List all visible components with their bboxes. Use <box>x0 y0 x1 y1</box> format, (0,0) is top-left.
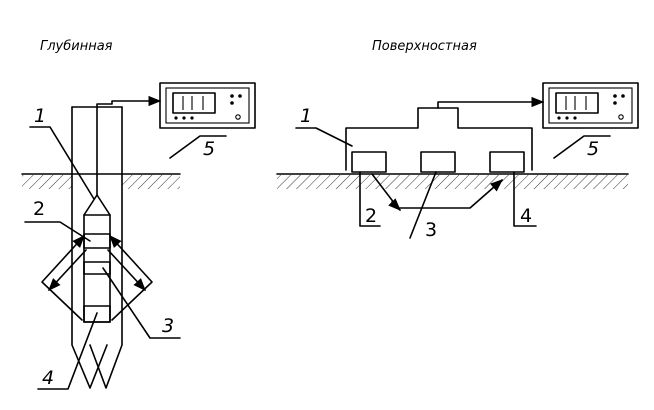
surface-label-4: 4 <box>520 205 532 227</box>
surface-label-2: 2 <box>365 205 377 227</box>
surface-label-5: 5 <box>587 138 599 160</box>
deep-ground <box>21 173 181 189</box>
deep-label-4: 4 <box>42 367 54 389</box>
digital-readout-device-icon <box>172 92 242 120</box>
surface-meter <box>542 82 639 129</box>
deep-probe <box>83 194 111 323</box>
surface-housing <box>345 107 533 171</box>
surface-labels: 1 2 3 4 5 <box>295 105 611 241</box>
leader-1 <box>29 126 95 200</box>
surface-element-3 <box>420 151 456 173</box>
deep-element-4 <box>83 305 111 323</box>
deep-diagram: 1 2 3 4 5 <box>21 82 256 390</box>
surface-element-4 <box>489 151 525 173</box>
surface-element-2 <box>351 151 387 173</box>
deep-label-1: 1 <box>34 105 46 127</box>
deep-signal-rays <box>41 235 153 321</box>
surface-title: Поверхностная <box>372 39 477 54</box>
deep-label-5: 5 <box>203 138 215 160</box>
meter-case <box>159 82 256 129</box>
deep-label-3: 3 <box>162 315 174 337</box>
deep-label-2: 2 <box>33 198 45 220</box>
deep-element-2 <box>83 233 111 249</box>
deep-meter <box>159 82 256 129</box>
surface-ground <box>276 173 629 189</box>
deep-element-3 <box>83 261 111 275</box>
leader-2 <box>24 221 91 242</box>
digital-readout-device-icon <box>555 92 625 120</box>
deep-title: Глубинная <box>40 39 113 54</box>
surface-diagram: 1 2 3 4 5 <box>276 82 639 241</box>
deep-cable <box>96 95 162 196</box>
surface-signal-path <box>371 173 503 209</box>
surface-label-3: 3 <box>425 219 437 241</box>
leader-3 <box>102 267 181 339</box>
leader-4 <box>37 312 98 390</box>
surface-cable <box>437 96 545 109</box>
deep-labels: 1 2 3 4 5 <box>24 105 227 390</box>
leader-5 <box>169 135 227 159</box>
surface-label-1: 1 <box>300 105 312 127</box>
